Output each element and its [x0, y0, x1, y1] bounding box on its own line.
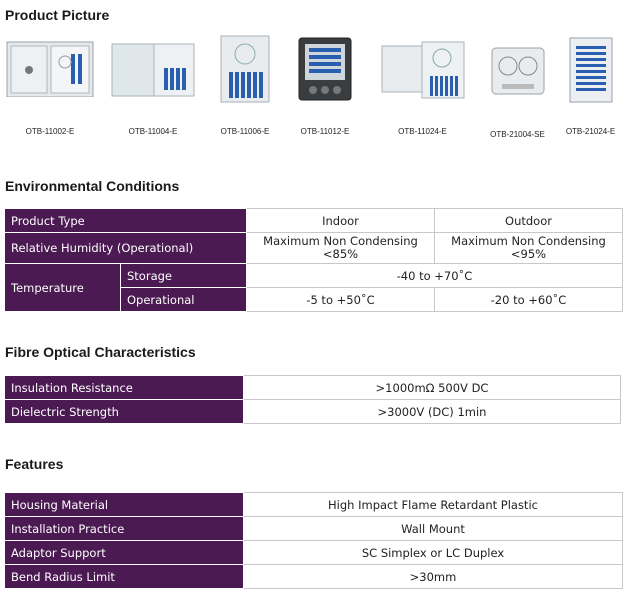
product-code: OTB-11006-E: [220, 127, 270, 136]
humidity-outdoor: Maximum Non Condensing <95%: [434, 232, 623, 264]
table-row: Product Type Indoor Outdoor: [4, 208, 623, 233]
operational-label: Operational: [120, 287, 247, 312]
environmental-table: Product Type Indoor Outdoor Relative Hum…: [4, 208, 623, 312]
product-item[interactable]: OTB-11012-E: [290, 32, 360, 136]
product-code: OTB-11004-E: [128, 127, 178, 136]
humidity-label: Relative Humidity (Operational): [4, 232, 247, 264]
product-image: [6, 41, 94, 98]
features-table: Housing Material High Impact Flame Retar…: [4, 492, 623, 589]
outdoor-header: Outdoor: [434, 208, 623, 233]
environmental-heading: Environmental Conditions: [5, 178, 180, 194]
product-image: [491, 47, 544, 95]
storage-value: -40 to +70˚C: [246, 263, 623, 288]
fibre-table: Insulation Resistance >1000mΩ 500V DC Di…: [4, 375, 621, 424]
product-item[interactable]: OTB-11024-E: [375, 32, 470, 136]
operational-indoor: -5 to +50˚C: [246, 287, 435, 312]
product-code: OTB-21024-E: [565, 127, 616, 136]
product-gallery: OTB-11002-E OTB-11004-E OTB-11006-E: [0, 32, 637, 142]
adaptor-label: Adaptor Support: [4, 540, 244, 565]
dielectric-label: Dielectric Strength: [4, 399, 244, 424]
product-code: OTB-11024-E: [398, 127, 447, 136]
installation-label: Installation Practice: [4, 516, 244, 541]
dielectric-value: >3000V (DC) 1min: [243, 399, 621, 424]
storage-label: Storage: [120, 263, 247, 288]
product-code: OTB-21004-SE: [490, 130, 545, 139]
table-row: Relative Humidity (Operational) Maximum …: [4, 232, 623, 264]
housing-label: Housing Material: [4, 492, 244, 517]
table-row: Insulation Resistance >1000mΩ 500V DC: [4, 375, 621, 400]
product-image: [220, 35, 270, 103]
product-item[interactable]: OTB-21004-SE: [485, 32, 550, 139]
fibre-heading: Fibre Optical Characteristics: [5, 344, 196, 360]
adaptor-value: SC Simplex or LC Duplex: [243, 540, 623, 565]
operational-outdoor: -20 to +60˚C: [434, 287, 623, 312]
product-image: [111, 43, 195, 97]
product-picture-heading: Product Picture: [5, 7, 110, 23]
table-row: Dielectric Strength >3000V (DC) 1min: [4, 399, 621, 424]
table-row: Adaptor Support SC Simplex or LC Duplex: [4, 540, 623, 565]
product-image: [298, 37, 352, 101]
table-row: Operational -5 to +50˚C -20 to +60˚C: [5, 287, 623, 312]
table-row: Installation Practice Wall Mount: [4, 516, 623, 541]
bend-value: >30mm: [243, 564, 623, 589]
installation-value: Wall Mount: [243, 516, 623, 541]
product-image: [569, 37, 612, 103]
temperature-label: Temperature: [4, 263, 121, 312]
indoor-header: Indoor: [246, 208, 435, 233]
features-heading: Features: [5, 456, 64, 472]
insulation-label: Insulation Resistance: [4, 375, 244, 400]
product-type-label: Product Type: [4, 208, 247, 233]
humidity-indoor: Maximum Non Condensing <85%: [246, 232, 435, 264]
table-row: Temperature Storage -40 to +70˚C: [4, 263, 623, 312]
product-item[interactable]: OTB-11002-E: [5, 32, 95, 136]
table-row: Housing Material High Impact Flame Retar…: [4, 492, 623, 517]
insulation-value: >1000mΩ 500V DC: [243, 375, 621, 400]
table-row: Bend Radius Limit >30mm: [4, 564, 623, 589]
product-item[interactable]: OTB-21024-E: [563, 32, 618, 136]
product-image: [381, 41, 464, 99]
product-item[interactable]: OTB-11006-E: [210, 32, 280, 136]
bend-label: Bend Radius Limit: [4, 564, 244, 589]
product-code: OTB-11002-E: [25, 127, 75, 136]
housing-value: High Impact Flame Retardant Plastic: [243, 492, 623, 517]
product-code: OTB-11012-E: [300, 127, 350, 136]
product-item[interactable]: OTB-11004-E: [108, 32, 198, 136]
